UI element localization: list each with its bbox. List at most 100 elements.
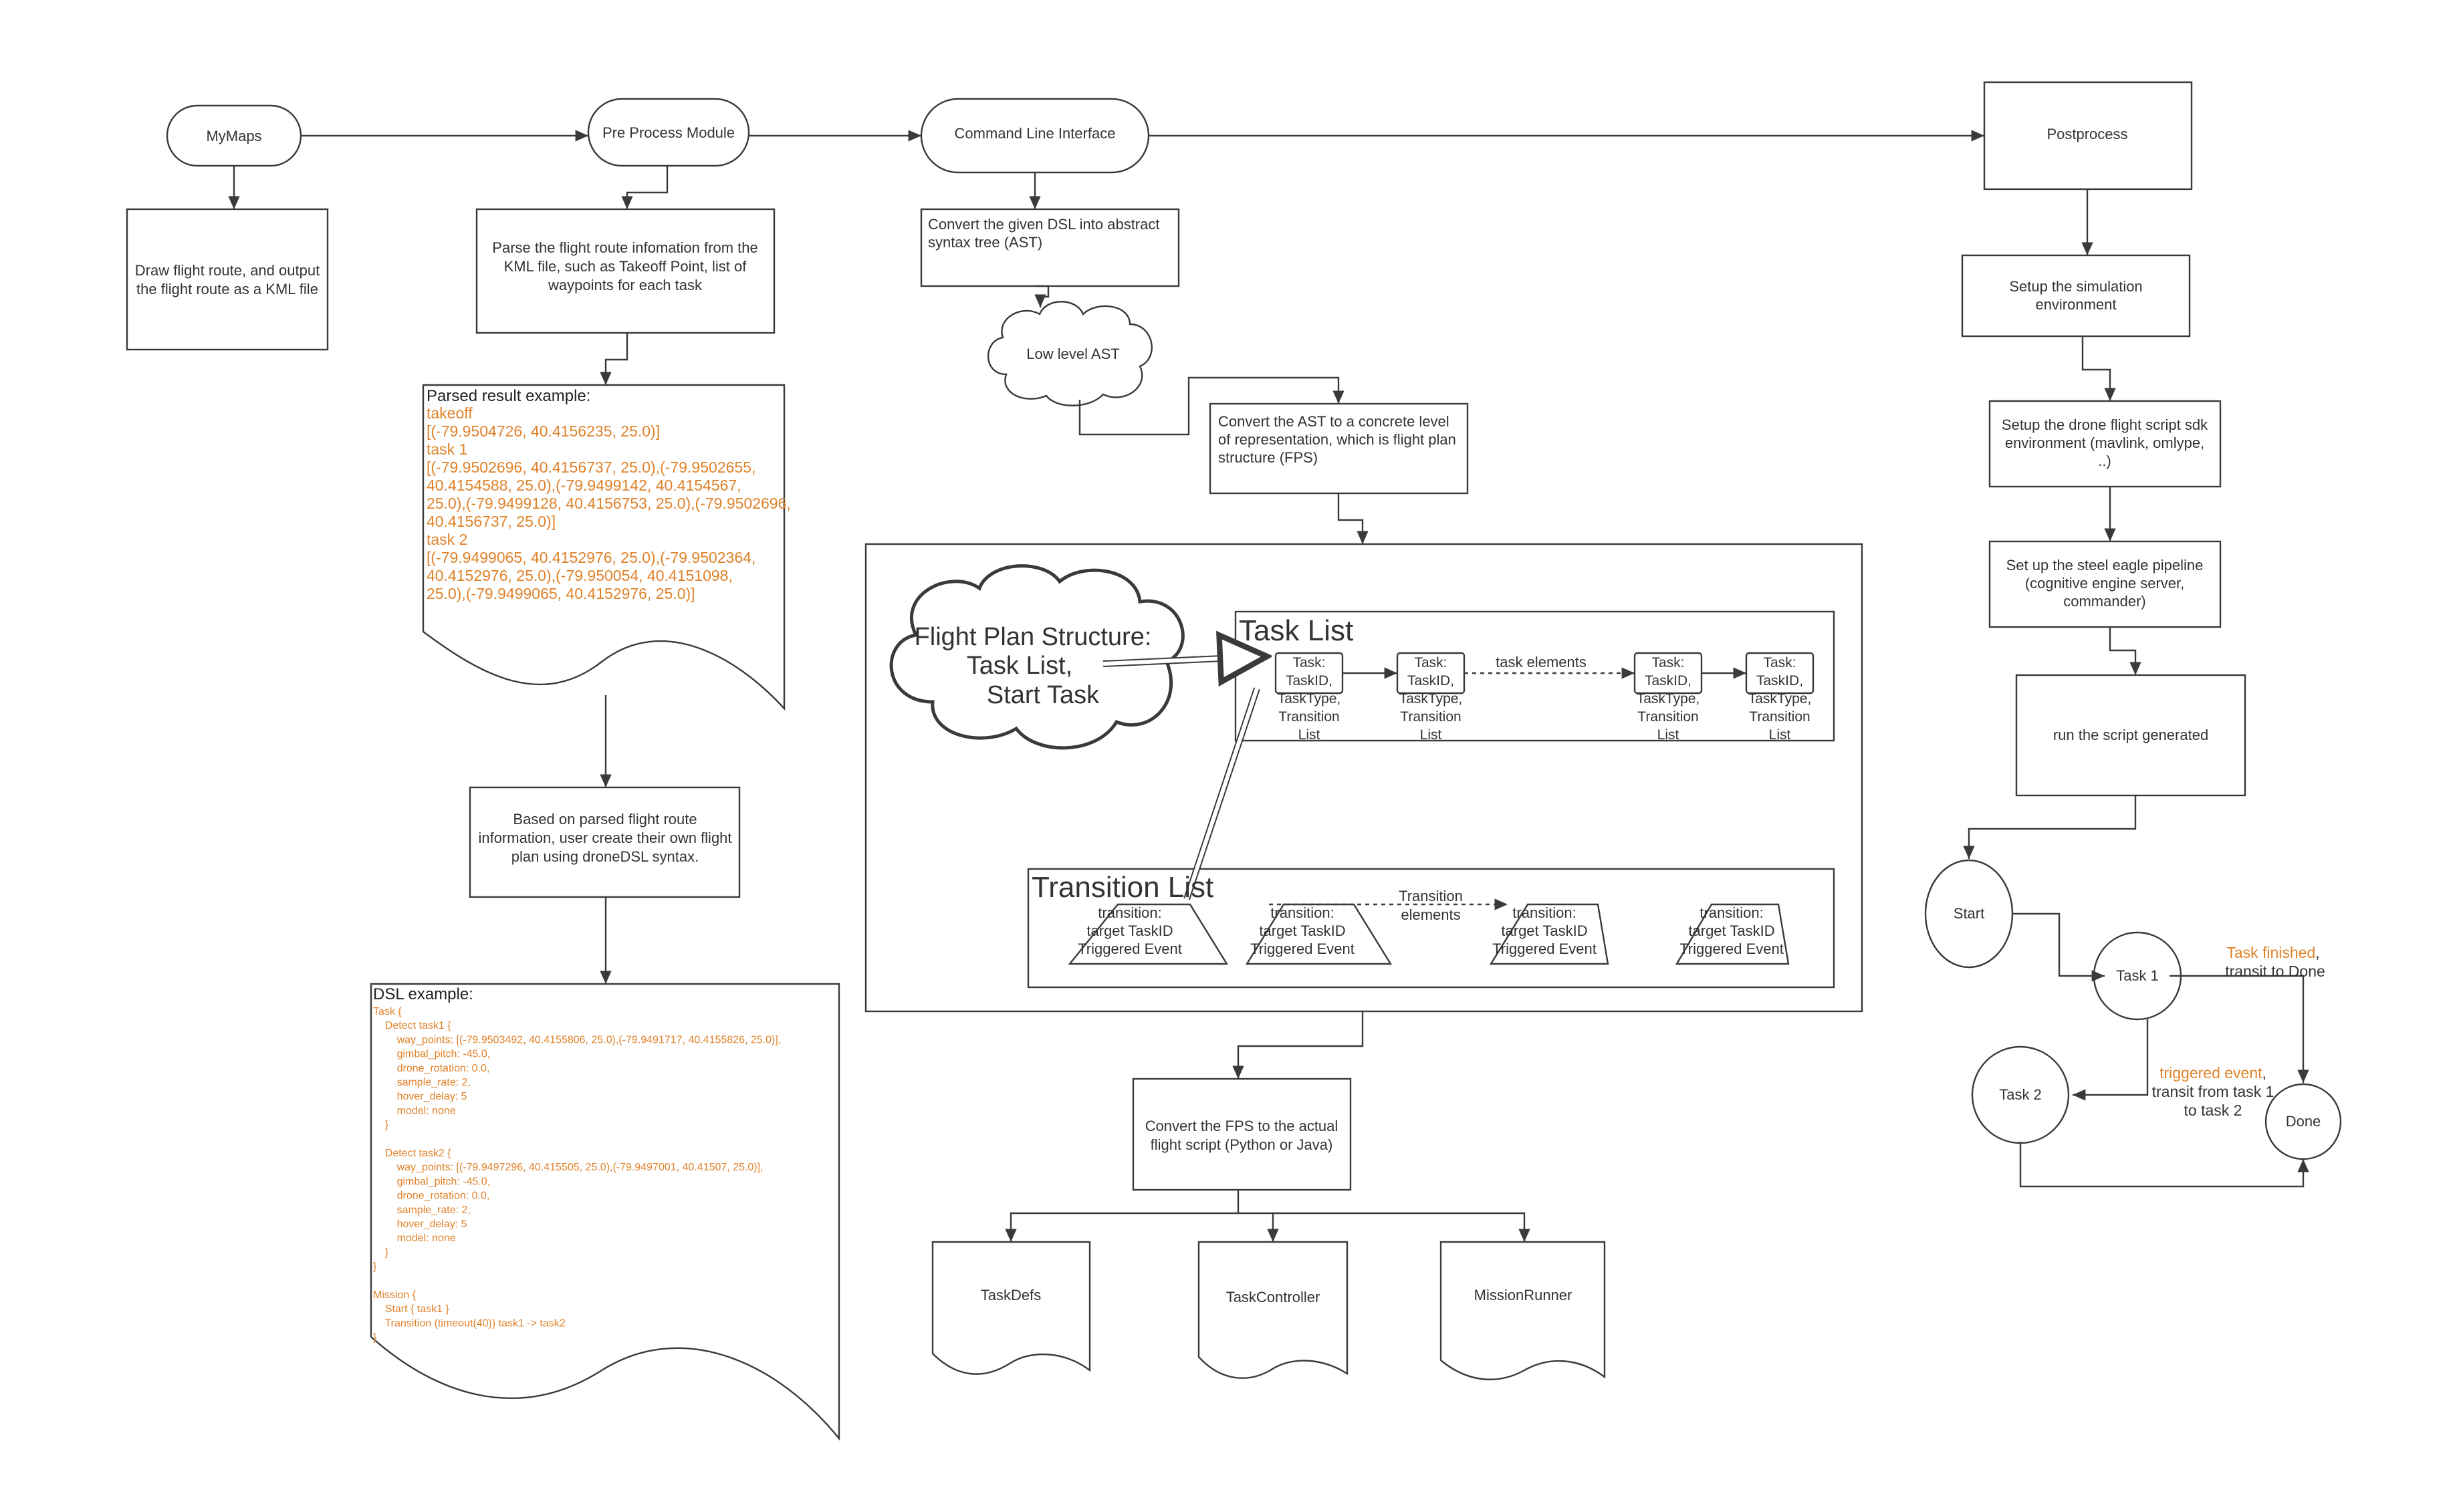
task-elements-label: task elements <box>1496 654 1587 670</box>
edge-script-outputs <box>1005 1190 1240 1242</box>
edge-task1-done <box>2170 975 2309 1083</box>
low-level-ast-cloud <box>987 301 1153 406</box>
ast-line: syntax tree (AST) <box>928 234 1042 251</box>
edge2-label: triggered event, <box>2159 1064 2266 1082</box>
parsed-result-title: Parsed result example: <box>427 387 590 405</box>
fps-cloud-line: Flight Plan Structure: <box>915 623 1152 651</box>
mymaps-desc-box <box>126 208 329 351</box>
state-start <box>1924 859 2014 969</box>
edge-run-start <box>1963 795 2137 859</box>
dsl-example-line: Task { <box>373 1006 402 1017</box>
output-missionrunner: MissionRunner <box>1474 1287 1572 1303</box>
task-node-text: Transition <box>1400 709 1461 725</box>
parsed-result-line: 25.0),(-79.9499065, 40.4152976, 25.0)] <box>427 585 695 602</box>
mymaps-terminal <box>166 104 302 167</box>
task-node-text: Task: <box>1651 655 1684 670</box>
transition-list-title: Transition List <box>1032 871 1213 904</box>
transition-node-text: Triggered Event <box>1679 940 1784 957</box>
dsl-example-doc <box>370 983 840 1441</box>
task-node-text: Transition <box>1637 709 1698 725</box>
taskdefs-doc <box>931 1241 1091 1375</box>
parsed-result-line: task 1 <box>427 440 467 458</box>
task-node-text: Task: <box>1414 655 1447 670</box>
edge2-label-line2: transit from task 1 <box>2152 1083 2274 1100</box>
fps-cloud-line: Start Task <box>987 681 1100 709</box>
sdk-line: ..) <box>2098 453 2111 469</box>
ast-box <box>920 208 1180 287</box>
parsed-result-line: 40.4156737, 25.0)] <box>427 513 556 530</box>
edge-sim-sdk <box>2081 336 2116 401</box>
state-task2-label: Task 2 <box>1999 1086 2042 1103</box>
edge-fps-struct <box>1337 493 1369 544</box>
preprocess-desc-line: KML file, such as Takeoff Point, list of <box>504 258 747 275</box>
parsed-result-line: takeoff <box>427 404 473 422</box>
transition-node-text: Triggered Event <box>1078 940 1182 957</box>
dsl-example-title: DSL example: <box>373 985 473 1003</box>
transition-node-text: Triggered Event <box>1492 940 1597 957</box>
task-node-text: Transition <box>1749 709 1810 725</box>
fps-line: of representation, which is flight plan <box>1218 431 1456 448</box>
transition-node-4 <box>1675 903 1790 965</box>
edge-start-task1 <box>2012 912 2105 982</box>
transition-node-2 <box>1245 903 1393 965</box>
edge-task1-task2 <box>2073 1019 2149 1101</box>
dsl-example-line: sample_rate: 2, <box>373 1205 471 1216</box>
parsed-result-line: 25.0),(-79.9499128, 40.4156753, 25.0),(-… <box>427 495 791 512</box>
missionrunner-doc <box>1439 1241 1606 1380</box>
edge-ast-low <box>1034 285 1050 307</box>
sim-box <box>1961 254 2191 338</box>
output-taskdefs: TaskDefs <box>981 1287 1041 1303</box>
transition-node-text: target TaskID <box>1086 922 1173 939</box>
task-node-text: TaskID, <box>1407 673 1454 688</box>
sim-line: Setup the simulation <box>2009 278 2142 295</box>
preprocess-desc-box <box>475 208 776 334</box>
postprocess-label: Postprocess <box>2046 126 2127 142</box>
pipeline-line: (cognitive engine server, <box>2025 575 2184 592</box>
dsl-example-line: Mission { <box>373 1289 417 1301</box>
dsl-example-line: Detect task2 { <box>373 1148 451 1159</box>
dsl-example-line: way_points: [(-79.9497296, 40.415505, 25… <box>373 1162 764 1173</box>
flight-plan-cloud <box>889 564 1185 750</box>
user-create-line: information, user create their own fligh… <box>478 830 731 846</box>
transition-list-box <box>1027 868 1835 989</box>
dsl-example-line: Transition (timeout(40)) task1 -> task2 <box>373 1317 566 1329</box>
sdk-box <box>1988 400 2222 488</box>
task-node-2 <box>1396 652 1466 695</box>
fps-container <box>864 543 1863 1013</box>
fps-cloud-line: Task List, <box>967 652 1072 680</box>
task-node-text: List <box>1769 727 1791 743</box>
parsed-result-line: [(-79.9504726, 40.4156235, 25.0)] <box>427 422 660 440</box>
task-node-text: Transition <box>1278 709 1339 725</box>
transition-node-text: Triggered Event <box>1250 940 1355 957</box>
mymaps-label: MyMaps <box>206 128 261 144</box>
dsl-example-line: drone_rotation: 0.0, <box>373 1063 489 1074</box>
fps-script-line: flight script (Python or Java) <box>1151 1136 1333 1153</box>
transition-node-3 <box>1489 903 1609 965</box>
state-task1-label: Task 1 <box>2116 967 2159 984</box>
task-node-3 <box>1633 652 1703 695</box>
edge-struct-script <box>1232 1011 1364 1079</box>
user-create-line: Based on parsed flight route <box>513 811 697 828</box>
postprocess-box <box>1983 81 2193 191</box>
edge-task2-done <box>2019 1142 2309 1188</box>
task-list-title: Task List <box>1239 614 1353 647</box>
task-node-text: TaskID, <box>1756 673 1803 688</box>
state-done-label: Done <box>2286 1113 2321 1130</box>
ast-line: Convert the given DSL into abstract <box>928 216 1159 233</box>
parsed-result-line: task 2 <box>427 531 467 548</box>
dsl-example-line: way_points: [(-79.9503492, 40.4155806, 2… <box>373 1034 781 1045</box>
task-node-text: TaskID, <box>1645 673 1691 688</box>
state-done <box>2264 1083 2342 1160</box>
preprocess-desc-line: Parse the flight route infomation from t… <box>492 239 757 256</box>
edge-pipeline-run <box>2109 627 2141 675</box>
transition-node-text: target TaskID <box>1688 922 1774 939</box>
task-node-text: TaskID, <box>1286 673 1332 688</box>
parsed-result-line: 40.4154588, 25.0),(-79.9499142, 40.41545… <box>427 477 741 494</box>
sim-line: environment <box>2035 296 2116 313</box>
dsl-example-line: model: none <box>373 1105 456 1116</box>
transition-node-text: transition: <box>1512 904 1576 921</box>
dsl-example-line: hover_delay: 5 <box>373 1219 467 1230</box>
task-node-text: TaskType, <box>1637 691 1700 707</box>
transition-elements-line: Transition <box>1399 888 1463 904</box>
